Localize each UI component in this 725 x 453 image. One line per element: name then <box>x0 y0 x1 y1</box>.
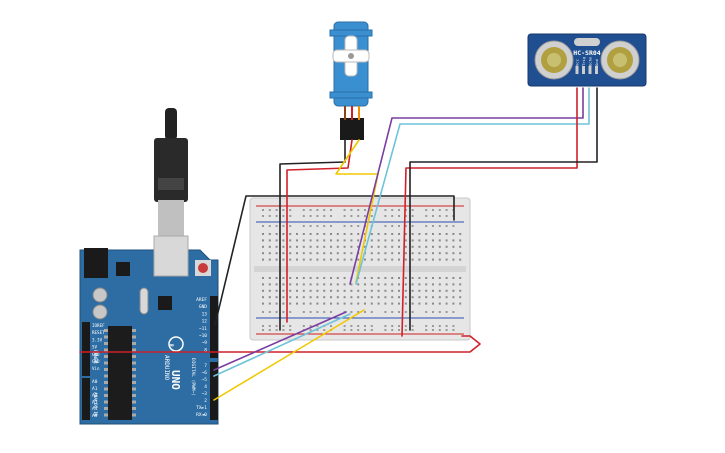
usb-metal <box>158 200 184 236</box>
servo-connector <box>340 118 364 140</box>
arduino-logo-text: ARDUINO <box>163 355 170 381</box>
digital-pin-label: 13 <box>202 311 208 317</box>
reset-button[interactable] <box>198 263 208 273</box>
analog-pin-label: A1 <box>92 386 98 392</box>
digital-pin-label: AREF <box>196 297 207 303</box>
digital-pin-label: 4 <box>204 384 207 390</box>
wire-pin-cyan <box>213 313 351 377</box>
sensor-label: HC-SR04 <box>573 49 600 57</box>
usb-port <box>153 235 189 277</box>
wire-sensor-gnd <box>409 87 598 331</box>
usb-plug <box>154 138 188 202</box>
digital-pin-label: GND <box>199 304 207 310</box>
power-pin-label: 3.3V <box>92 337 103 342</box>
power-header-label: POWER <box>92 350 98 364</box>
wire-5v-red <box>79 335 481 353</box>
wire-pin-purple <box>213 311 347 371</box>
digital-pin-label: 12 <box>202 319 208 325</box>
digital-pin-label: ~6 <box>202 370 208 376</box>
wire-gnd-black <box>214 195 455 326</box>
power-pin-label: 5V <box>92 345 98 350</box>
digital-pin-label: 7 <box>204 363 207 369</box>
power-pin-labels: IOREF RESET 3.3V 5V GND GND Vin <box>92 323 105 371</box>
wire-pin-yellow <box>213 309 365 401</box>
digital-pin-label: ~3 <box>202 391 208 397</box>
power-pin-label: IOREF <box>92 323 105 328</box>
wire-servo-signal <box>335 139 379 283</box>
wire-echo-cyan <box>355 87 590 285</box>
analog-pin-label: A0 <box>92 379 98 385</box>
digital-header-top[interactable] <box>210 296 218 358</box>
servo-motor[interactable] <box>329 21 373 140</box>
wires <box>79 87 598 401</box>
digital-pin-label: ~9 <box>202 340 208 346</box>
analog-header[interactable] <box>82 378 90 420</box>
digital-pin-label: 8 <box>204 347 207 353</box>
wire-trig-purple <box>349 87 584 285</box>
sensor-pin-label: Vcc <box>575 59 580 66</box>
digital-label: DIGITAL (PWM~) <box>190 358 196 396</box>
digital-pin-label: 2 <box>204 398 207 404</box>
arduino-logo <box>168 336 184 352</box>
digital-pin-label: RX◄0 <box>196 412 207 418</box>
sensor-pin-label: Echo <box>588 56 593 66</box>
power-pin-label: RESET <box>92 330 105 335</box>
digital-pin-label: ~5 <box>202 377 208 383</box>
usb-cable <box>165 108 177 140</box>
analog-pin-label: A2 <box>92 393 98 399</box>
dc-jack <box>84 248 108 278</box>
digital-pin-label: ~11 <box>199 326 207 332</box>
power-header[interactable] <box>82 322 90 376</box>
wire-sensor-vcc <box>401 87 578 337</box>
analog-pin-label: A3 <box>92 399 98 405</box>
analog-pin-label: A5 <box>92 413 98 419</box>
arduino-model-text: UNO <box>169 370 182 390</box>
analog-pin-label: A4 <box>92 406 98 412</box>
atmega-chip <box>108 326 132 420</box>
analog-header-label: ANALOG IN <box>92 392 98 417</box>
power-pin-label: Vin <box>92 366 100 371</box>
sensor-pin-label: Gnd <box>594 59 599 66</box>
digital-pin-label: TX►1 <box>196 405 207 411</box>
power-pin-label: GND <box>92 359 100 364</box>
breadboard-holes <box>262 209 462 331</box>
digital-header-bottom[interactable] <box>210 362 218 420</box>
digital-pin-label: ~10 <box>199 333 207 339</box>
power-pin-label: GND <box>92 352 100 357</box>
svg-text:∞: ∞ <box>170 342 174 349</box>
wire-servo-gnd <box>279 139 346 331</box>
sensor-pin-label: Trig <box>581 57 586 66</box>
